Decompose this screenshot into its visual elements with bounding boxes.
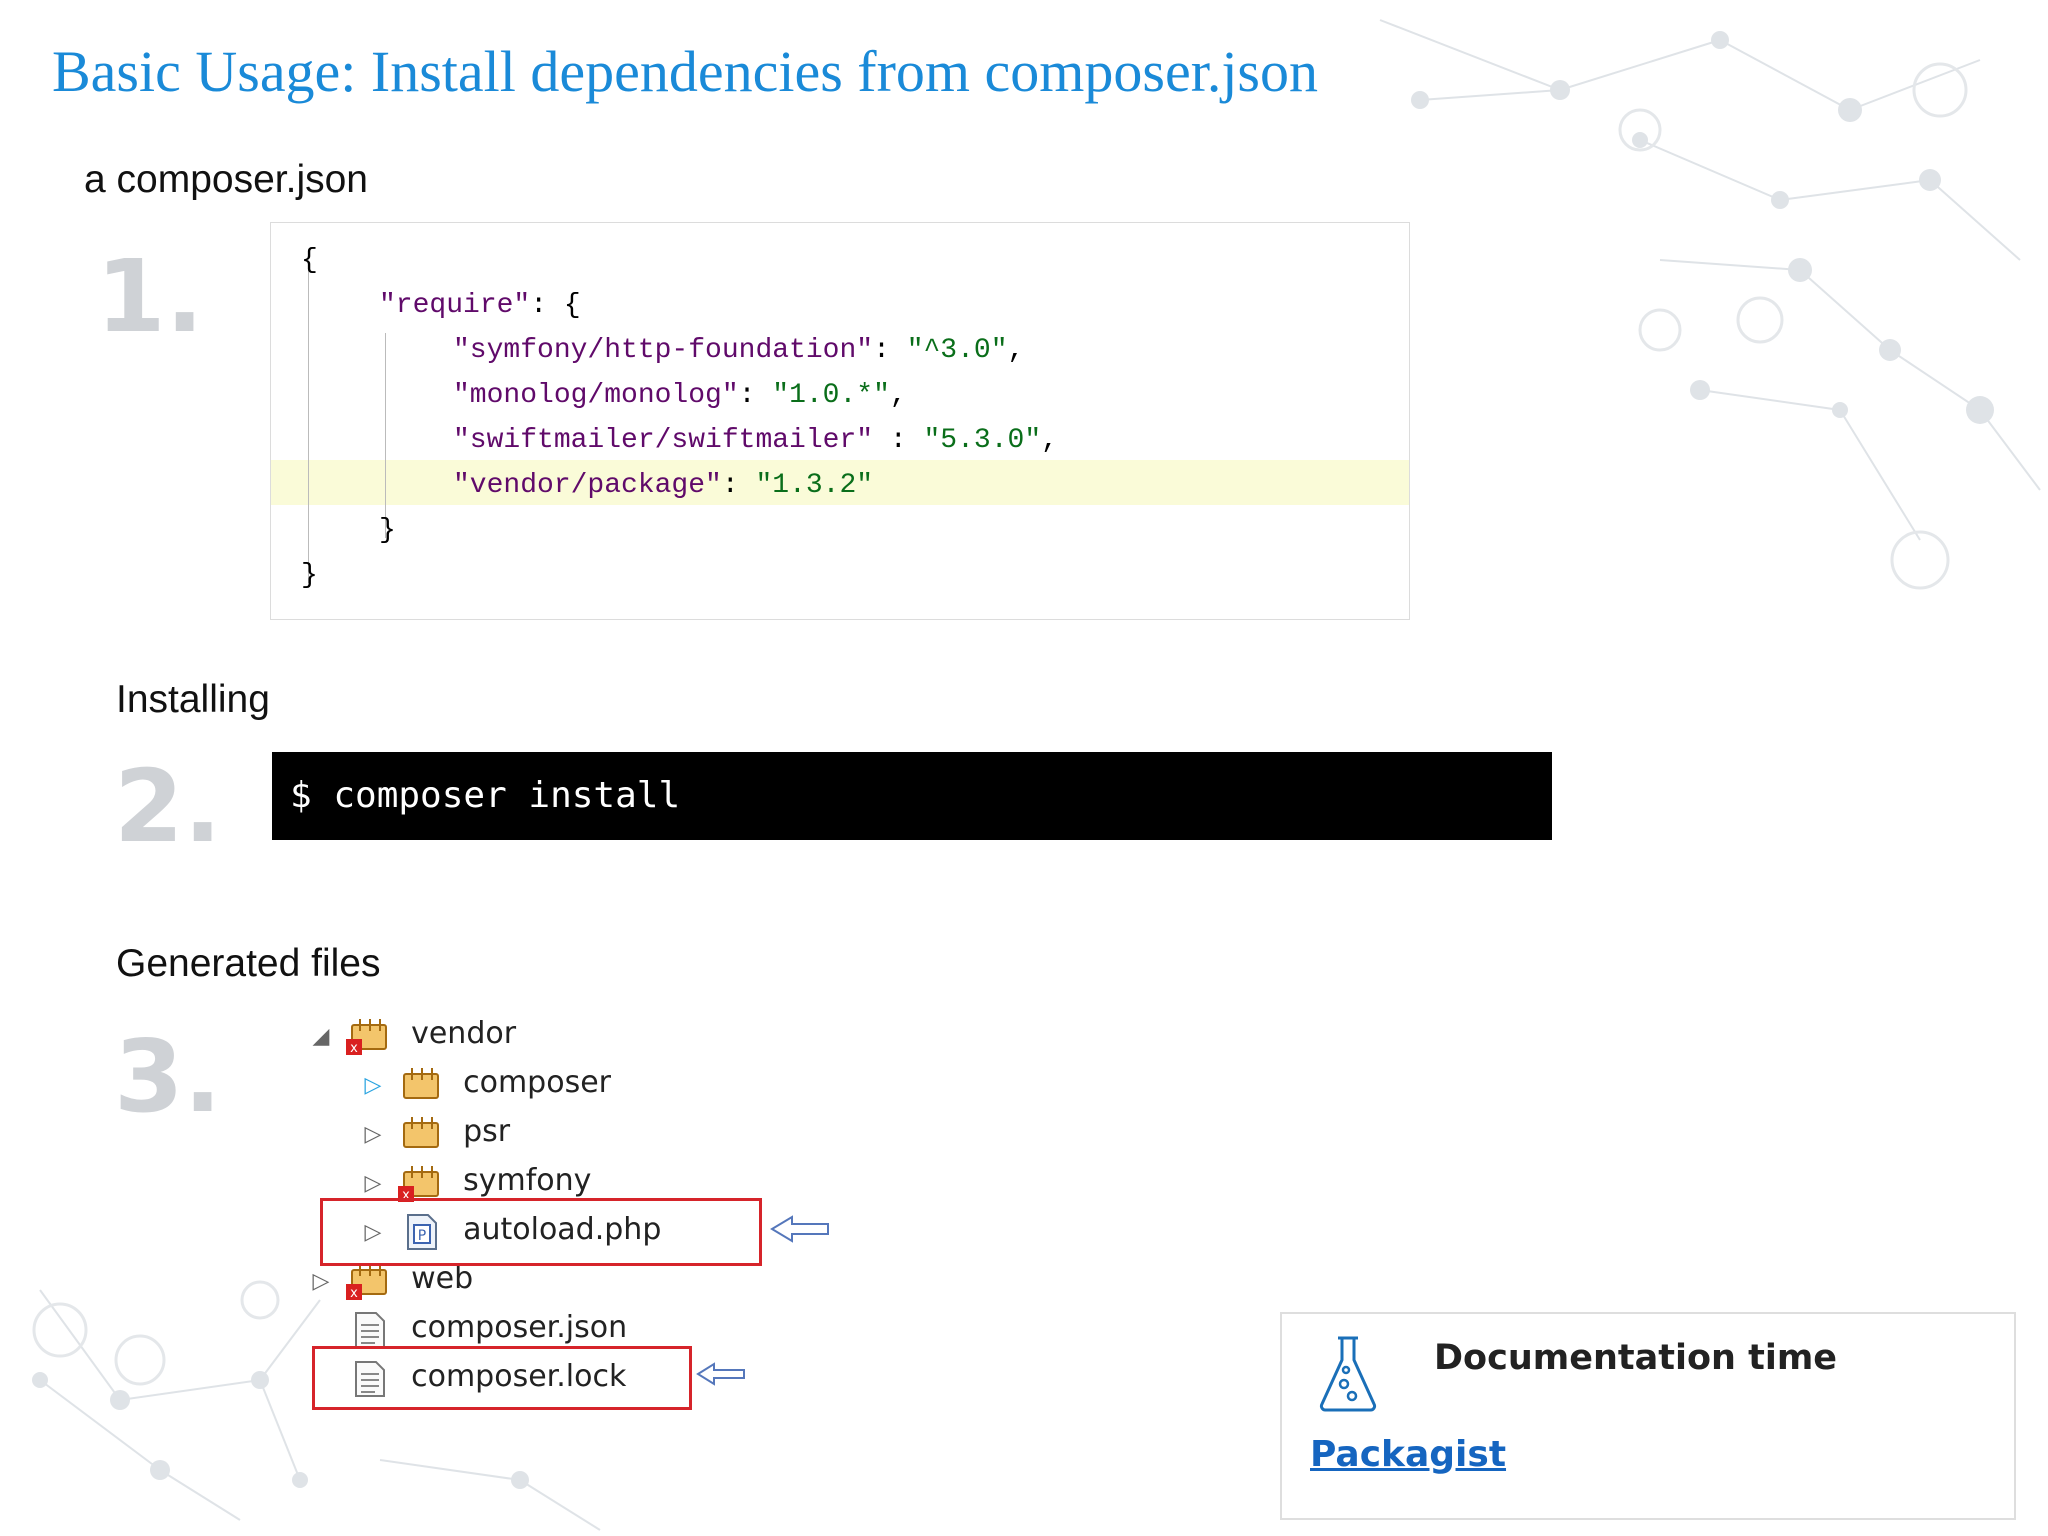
dependency-line: "monolog/monolog": "1.0.*", [453, 380, 907, 411]
slide-title: Basic Usage: Install dependencies from c… [52, 39, 1319, 104]
highlighted-line [271, 460, 1409, 505]
tree-item-label: vendor [411, 1016, 517, 1051]
tree-item-composer-lock[interactable]: composer.lock [306, 1355, 626, 1399]
collapsed-arrow-icon[interactable]: ▷ [312, 1269, 330, 1294]
composer-json-code: { "require": { "symfony/http-foundation"… [270, 222, 1410, 620]
dependency-line: "symfony/http-foundation": "^3.0", [453, 335, 1025, 366]
tree-item-psr[interactable]: ▷ psr [358, 1110, 511, 1154]
tree-item-composer[interactable]: ▷ composer [358, 1061, 611, 1105]
dependency-line: "vendor/package": "1.3.2" [453, 470, 874, 501]
svg-text:x: x [350, 1041, 358, 1055]
flask-icon [1319, 1336, 1377, 1412]
packagist-link[interactable]: Packagist [1310, 1434, 1507, 1475]
tree-item-label: composer [463, 1065, 611, 1100]
package-folder-icon [402, 1116, 439, 1148]
left-arrow-icon [770, 1215, 829, 1243]
section2-label: Installing [116, 678, 270, 721]
section2-number: 2. [114, 748, 222, 865]
package-folder-icon: x [345, 1018, 387, 1056]
left-arrow-icon [696, 1362, 745, 1386]
tree-item-composer-json[interactable]: composer.json [306, 1306, 627, 1350]
section1-number: 1. [96, 238, 204, 355]
tree-item-label: composer.json [411, 1310, 628, 1345]
highlight-box-autoload [320, 1198, 762, 1266]
section3-label: Generated files [116, 942, 381, 985]
tree-item-label: web [411, 1261, 474, 1296]
package-folder-icon [402, 1067, 439, 1099]
text-file-icon [354, 1311, 385, 1348]
expanded-arrow-icon[interactable]: ◢ [312, 1024, 330, 1049]
highlight-box-composer-lock [312, 1346, 692, 1410]
tree-item-label: psr [463, 1114, 511, 1149]
doc-card-title: Documentation time [1434, 1338, 1838, 1378]
tree-item-web[interactable]: ▷ x web [306, 1257, 474, 1301]
text-file-icon [354, 1360, 385, 1397]
documentation-card: Documentation time Packagist [1280, 1312, 2016, 1520]
tree-item-autoload-php[interactable]: ▷ P autoload.php [358, 1208, 661, 1252]
code-open-brace: { [301, 245, 318, 276]
code-outer-close: } [301, 560, 318, 591]
php-file-icon: P [406, 1213, 437, 1250]
svg-text:P: P [417, 1228, 425, 1244]
tree-item-vendor[interactable]: ◢ x vendor [306, 1012, 517, 1056]
svg-text:x: x [402, 1188, 410, 1202]
package-folder-icon: x [397, 1165, 439, 1203]
collapsed-arrow-icon[interactable]: ▷ [364, 1073, 382, 1098]
tree-item-symfony[interactable]: ▷ x symfony [358, 1159, 592, 1203]
terminal-command: $ composer install [272, 752, 1552, 840]
collapsed-arrow-icon[interactable]: ▷ [364, 1171, 382, 1196]
section1-label: a composer.json [84, 158, 368, 201]
code-require-sep: : { [530, 290, 581, 321]
svg-text:x: x [350, 1286, 358, 1300]
collapsed-arrow-icon[interactable]: ▷ [364, 1220, 382, 1245]
tree-item-label: composer.lock [411, 1359, 627, 1394]
code-require-key: "require" [379, 290, 531, 321]
tree-item-label: symfony [463, 1163, 592, 1198]
tree-item-label: autoload.php [463, 1212, 662, 1247]
package-folder-icon: x [345, 1263, 387, 1301]
section3-number: 3. [114, 1018, 222, 1135]
code-inner-close: } [379, 515, 396, 546]
collapsed-arrow-icon[interactable]: ▷ [364, 1122, 382, 1147]
dependency-line: "swiftmailer/swiftmailer" : "5.3.0", [453, 425, 1058, 456]
